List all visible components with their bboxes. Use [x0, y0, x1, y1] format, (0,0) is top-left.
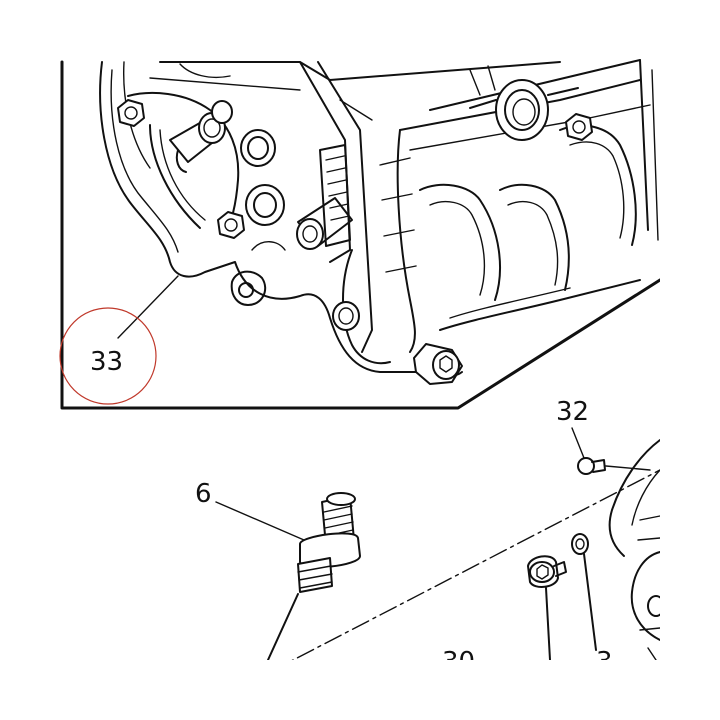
- port-icon: [240, 129, 276, 167]
- socket-bolt-part-icon: [527, 555, 567, 661]
- shaft-stub-icon: [296, 197, 353, 250]
- filler-port-icon: [469, 79, 579, 141]
- callout-6-label: 6: [195, 479, 212, 509]
- mounting-lug-icon: [230, 241, 286, 306]
- callout-6-leader: [215, 501, 305, 541]
- callout-32-label: 32: [556, 397, 589, 427]
- callout-32-leader: [571, 427, 585, 459]
- washer-part-icon: [571, 533, 597, 651]
- small-bolt-part-icon: [577, 457, 651, 475]
- inset-frame: [60, 60, 662, 410]
- port-icon: [211, 100, 233, 124]
- exploded-parts: [267, 439, 665, 673]
- bottom-mask: [0, 660, 720, 720]
- bolt-icon: [565, 113, 593, 141]
- engine-case-illustration: [99, 59, 659, 385]
- highlight-circle: [59, 307, 157, 405]
- callout-33-label: 33: [90, 347, 123, 377]
- port-icon: [245, 184, 285, 226]
- bolt-icon: [217, 211, 245, 239]
- callout-33-leader: [117, 275, 179, 339]
- stud-part-icon: [267, 492, 361, 661]
- bolt-icon: [413, 343, 463, 385]
- bolt-icon: [332, 301, 360, 331]
- right-mask: [660, 0, 720, 720]
- bolt-icon: [117, 99, 145, 127]
- housing-fragment-icon: [608, 439, 665, 661]
